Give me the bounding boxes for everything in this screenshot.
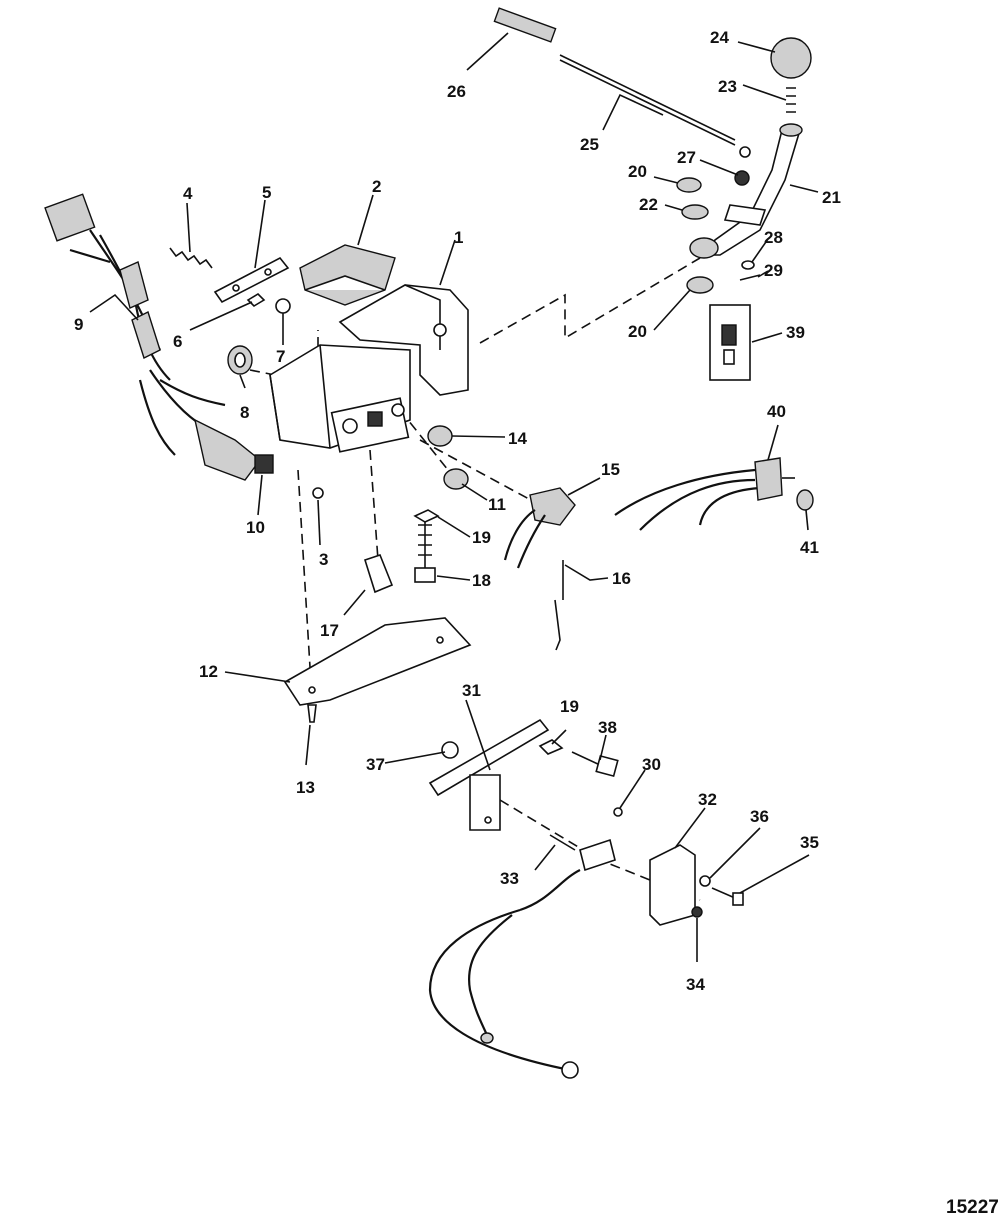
control-box-housing [269,284,469,453]
callout-9: 9 [74,315,83,334]
switch-bracket [649,844,696,926]
shift-lever [689,123,803,259]
callout-17: 17 [320,621,339,640]
callout-18: 18 [472,571,491,590]
callout-19-lower: 19 [560,697,579,716]
callout-32: 32 [698,790,717,809]
drawing-reference-number: 15227 [946,1197,999,1218]
callout-38: 38 [598,718,617,737]
callout-33: 33 [500,869,519,888]
callout-21: 21 [822,188,841,207]
callout-6: 6 [173,332,182,351]
nut-27 [734,170,750,186]
screw-35 [711,887,744,906]
callout-28: 28 [764,228,783,247]
callout-15: 15 [601,460,620,479]
screw-30 [613,807,623,817]
knob [427,425,453,447]
callout-34: 34 [686,975,705,994]
nut-34 [691,906,703,918]
callout-10: 10 [246,518,265,537]
callout-23: 23 [718,77,737,96]
hex-nut [275,298,291,314]
callout-20-bottom: 20 [628,322,647,341]
retaining-clip [364,554,394,594]
bushing-20-bottom [686,276,714,294]
cotter-pin [739,274,761,281]
callout-12: 12 [199,662,218,681]
base-plate [283,617,472,706]
lanyard-switch [503,487,576,651]
callout-26: 26 [447,82,466,101]
leader-lines [89,32,819,962]
bushing-20-top [676,177,702,193]
screw-33 [549,834,576,851]
callout-14: 14 [508,429,527,448]
lock-washer [246,292,266,308]
strap-bracket [428,718,550,831]
callout-19: 19 [472,528,491,547]
callout-5: 5 [262,183,271,202]
callout-30: 30 [642,755,661,774]
fastener-kit [709,304,751,381]
housing-cover [299,244,396,306]
callout-29: 29 [764,261,783,280]
neutral-switch [519,838,616,912]
callout-22: 22 [639,195,658,214]
grommet [227,345,253,375]
callout-35: 35 [800,833,819,852]
wiring-harness [44,193,274,481]
callout-4: 4 [183,184,193,203]
callout-20-top: 20 [628,162,647,181]
callout-1: 1 [454,228,463,247]
callout-7: 7 [276,347,285,366]
bolt-38 [571,751,619,778]
screw [312,487,324,499]
threaded-stud [786,87,796,113]
callout-39: 39 [786,323,805,342]
callout-41: 41 [800,538,819,557]
callout-labels: 1 2 3 4 5 6 7 8 9 10 11 12 13 14 15 16 1… [74,28,999,1218]
switch-nut [796,489,814,511]
washer-36 [699,875,711,887]
callout-3: 3 [319,550,328,569]
screw-13 [307,704,317,723]
washer [413,509,440,523]
linkage-rod [493,7,751,158]
nut-37 [441,741,459,759]
callout-11: 11 [488,495,506,514]
washer-22 [681,204,709,220]
callout-37: 37 [366,755,385,774]
callout-16: 16 [612,569,631,588]
callout-36: 36 [750,807,769,826]
callout-31: 31 [462,681,481,700]
callout-2: 2 [372,177,381,196]
toggle-switch [614,457,814,531]
bolt [414,520,436,583]
callout-8: 8 [240,403,249,422]
ground-leads [428,908,579,1079]
callout-13: 13 [296,778,315,797]
callout-40: 40 [767,402,786,421]
callout-24: 24 [710,28,729,47]
washer-19-lower [538,739,564,755]
washer-28 [741,260,755,270]
callout-27: 27 [677,148,696,167]
callout-25: 25 [580,135,599,154]
mounting-plate [213,256,290,304]
spring [169,247,213,269]
shift-knob [770,37,812,79]
